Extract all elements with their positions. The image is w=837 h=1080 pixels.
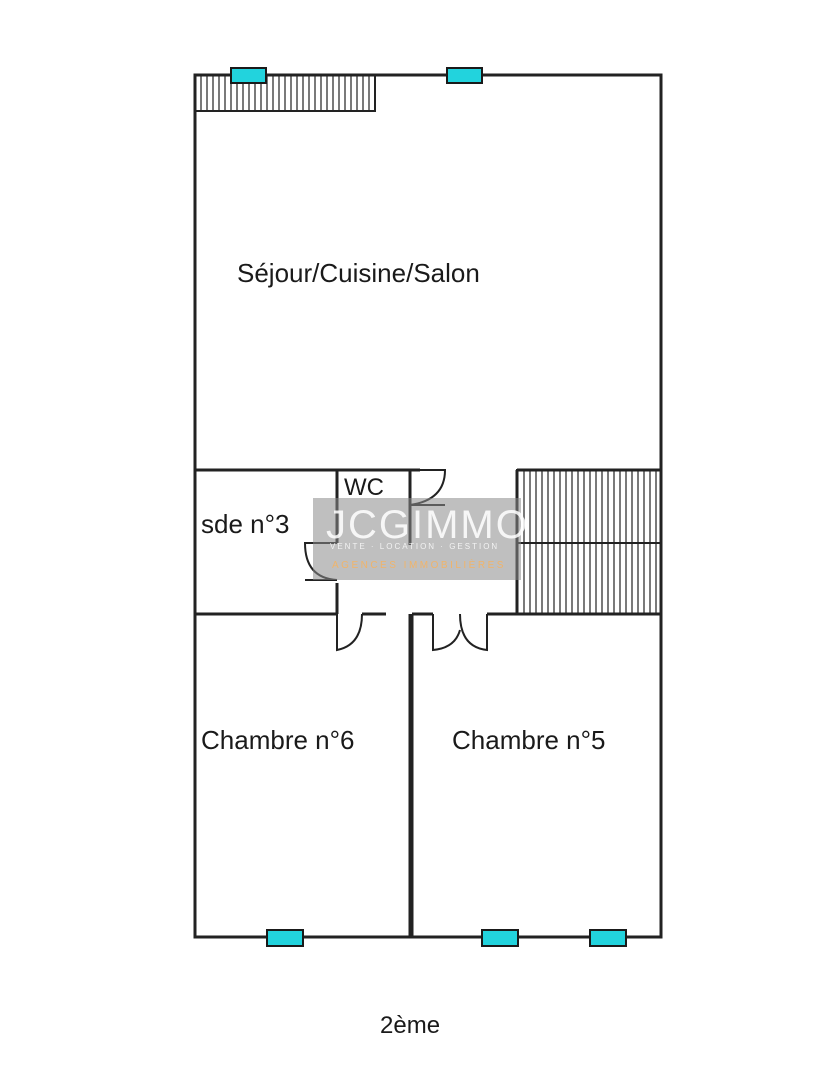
watermark-brand: JCGIMMO [326, 503, 529, 547]
room-label-wc: WC [344, 474, 384, 501]
watermark-tagline: AGENCES IMMOBILIÈRES [332, 558, 506, 571]
staircase [516, 469, 662, 615]
bedroom-6-door [336, 613, 363, 652]
room-label-bathroom: sde n°3 [201, 509, 289, 539]
bedroom-5-door [432, 613, 488, 652]
window-top-center [446, 67, 483, 84]
room-label-living: Séjour/Cuisine/Salon [237, 258, 480, 288]
window-bottom-right [589, 929, 627, 947]
interior-walls [195, 468, 661, 937]
room-label-bedroom-6: Chambre n°6 [201, 725, 354, 755]
window-bottom-left [266, 929, 304, 947]
level-label: 2ème [380, 1012, 440, 1039]
window-top-left [230, 67, 267, 84]
room-label-bedroom-5: Chambre n°5 [452, 725, 605, 755]
watermark: JCGIMMO VENTE · LOCATION · GESTION AGENC… [313, 498, 529, 580]
window-bottom-center [481, 929, 519, 947]
watermark-services: VENTE · LOCATION · GESTION [330, 542, 499, 551]
hatched-balcony [194, 74, 376, 112]
